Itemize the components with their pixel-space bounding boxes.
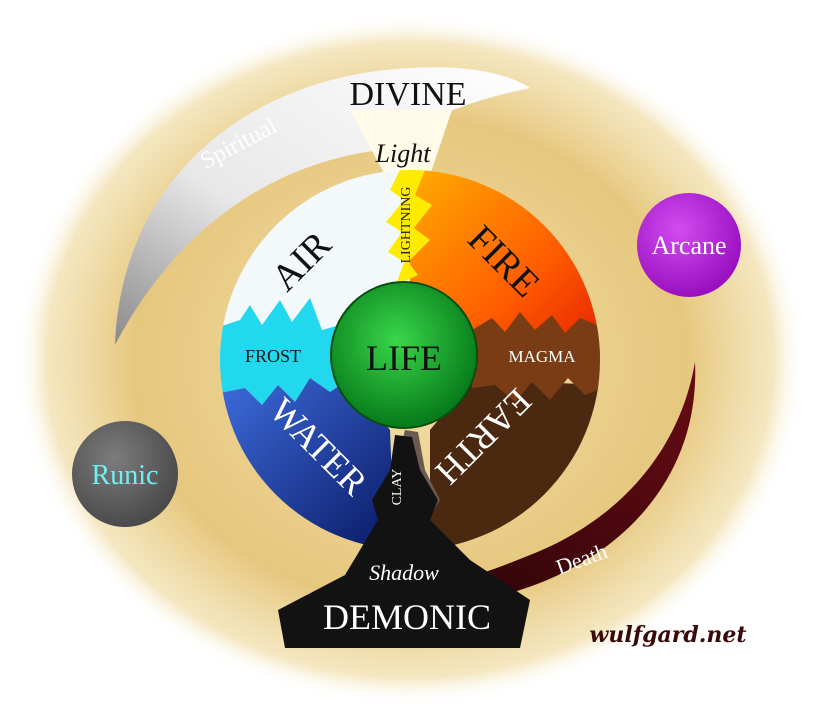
runic-label: Runic: [92, 460, 159, 491]
lightning-bolt: [386, 170, 432, 285]
demonic-label: DEMONIC: [323, 597, 491, 637]
life-label: LIFE: [366, 338, 442, 378]
watermark-label: wulfgard.net: [589, 622, 746, 648]
magma-label: MAGMA: [508, 347, 576, 366]
divine-label: DIVINE: [349, 76, 466, 113]
arcane-label: Arcane: [651, 231, 726, 260]
clay-label: CLAY: [390, 469, 405, 506]
life-core: [330, 281, 478, 429]
divine-spiritual-band: [115, 67, 530, 345]
magma-band: [472, 312, 600, 402]
arcane-orb: [637, 193, 741, 297]
lightning-label: LIGHTNING: [399, 187, 414, 264]
frost-band: [220, 298, 348, 405]
frost-label: FROST: [245, 346, 301, 366]
light-label: Light: [375, 139, 432, 168]
shadow-label: Shadow: [369, 560, 439, 585]
demonic-base: [278, 435, 530, 648]
runic-orb: [72, 421, 178, 527]
